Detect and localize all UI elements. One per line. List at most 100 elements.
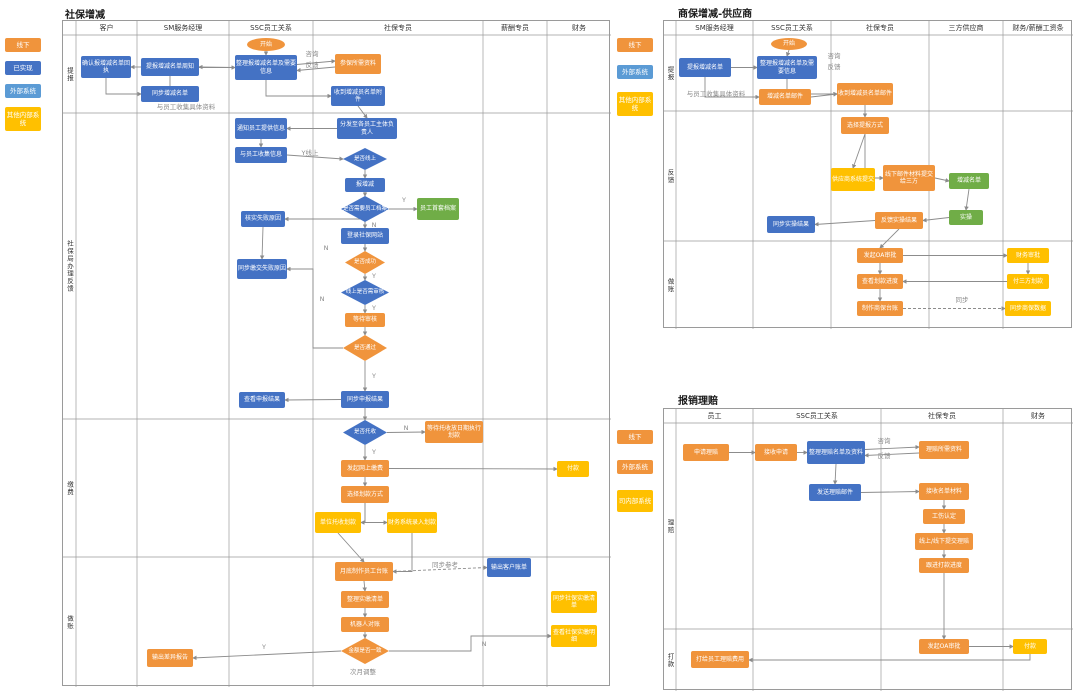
sync-paid: 同步社保实缴清单 [551,591,597,613]
v-report: 提报增减名单 [679,58,731,77]
phase-label: 提报 [666,65,674,81]
start: 开始 [247,38,285,51]
view-result: 查看申报结果 [239,392,285,408]
note-y5: Y [372,448,376,457]
note-y-online: Y线上 [301,149,319,158]
c-receive: 接收申请 [755,444,797,461]
lane-header: SSC员工关系 [771,24,813,32]
robot-check: 机器人对账 [341,617,389,632]
note-n5: N [481,640,487,649]
legend-social-insurance: 线下已实现外部系统其他内部系统 [5,38,41,140]
legend-claims: 线下外部系统司内部系统 [617,430,653,528]
wait-entrust: 等待托收放日期执行划款 [425,421,483,443]
note-n2: N [323,244,329,253]
d-success1: 是否成功 [345,251,385,274]
add-remove: 报增减 [345,178,385,192]
c-arrange: 整理理赔名单及资料 [807,441,865,464]
v-sync-data: 同步商保数据 [1005,301,1051,316]
v-progress: 查看划款进度 [857,274,903,289]
lane-header: SM服务经理 [695,24,734,32]
d-amount: 金额是否一致 [341,638,389,664]
sync-list: 同步增减名单 [141,86,199,102]
note-sync-ref: 同步参考 [432,561,458,570]
c-note-feedback: 反馈 [877,452,891,461]
entrust-pay: 单位托收划款 [315,512,361,533]
payment: 付款 [557,461,589,477]
login-site: 登录社保网站 [341,228,389,244]
phase-label: 做账 [65,614,74,630]
notify-emp: 通知员工提供信息 [235,118,287,139]
view-paid: 查看社保实缴明细 [551,625,597,647]
need-material: 参保所需资料 [335,54,381,74]
diagram-title-claims: 报销理赔 [678,396,718,407]
note-n4: N [403,424,409,433]
v-sync-op: 同步实操结果 [767,216,815,233]
choose-pay: 选择划款方式 [341,486,389,503]
arrange-list: 整理报增减名单及需要信息 [235,55,297,80]
v-note-collect: 与员工收集具体资料 [686,89,746,98]
d-archive: 是否需要员工档案 [341,196,389,222]
c-note-consult: 咨询 [877,437,891,446]
legend-item: 其他内部系统 [617,92,653,116]
c-submit: 线上/线下提交理赔 [915,533,973,550]
legend-commercial-vendor: 线下外部系统其他内部系统 [617,38,653,129]
v-note-sync: 同步 [955,296,969,305]
note-next-month: 次月调整 [350,668,376,677]
c-follow: 跟进打款进度 [919,558,969,573]
v-pay-vendor: 付三方划款 [1007,274,1049,289]
legend-item: 外部系统 [5,84,41,98]
d-entrust: 是否托收 [343,420,387,445]
v-operate: 实操 [949,210,983,225]
legend-item: 已实现 [5,61,41,75]
v-recv: 收到增减员名单邮件 [837,83,893,105]
fin-input-pay: 财务系统录入划款 [387,512,437,533]
recv-attach: 收到增减员名单附件 [331,86,385,106]
c-send-mail: 发送理赔邮件 [809,484,861,501]
lane-header: SM服务经理 [163,24,203,32]
note-y3: Y [372,304,376,313]
note-n3: N [319,295,325,304]
diagram-title-commercial-vendor: 商保增减-供应商 [678,9,753,20]
note-collect: 与员工收集具体资料 [156,102,216,111]
paid-list: 整理实缴清单 [341,591,389,608]
v-note-consult: 咨询 [827,52,841,61]
c-recv-material: 接收名单材料 [919,483,969,500]
collect-info: 与员工收集信息 [235,147,287,163]
v-ledger: 制作商保台账 [857,301,903,316]
phase-label: 反馈 [666,168,674,184]
phase-label: 打款 [666,652,674,668]
lane-header: 财务 [572,24,586,32]
v-oa: 发起OA审批 [857,248,903,263]
legend-item: 外部系统 [617,460,653,474]
v-feedback-op: 反馈实操结果 [875,212,923,229]
report-list: 提报增减名单周知 [141,58,199,76]
d-review: 线上是否需审核 [341,280,389,305]
verify-fail: 核实失败原因 [241,211,285,227]
lane-header: SSC员工关系 [250,24,292,32]
lane-header: 财务/薪酬工资条 [1012,24,1064,32]
c-injury: 工伤认定 [923,509,965,524]
c-apply: 申请理赔 [683,444,729,461]
d-online: 是否线上 [343,148,387,170]
lane-header: 客户 [99,24,114,32]
note-y2: Y [372,272,376,281]
first-archive: 员工首套档案 [417,198,459,220]
confirm-list: 确认报增减名单回执 [81,56,131,78]
sync-fail: 同步缴交失败原因 [237,259,287,279]
diagram-title-social-insurance: 社保增减 [65,10,105,21]
phase-label: 提报 [65,66,74,82]
legend-item: 线下 [5,38,41,52]
lane-header: 员工 [707,412,722,420]
v-offline: 线下邮件材料提交给三方 [883,165,935,191]
v-mail: 增减名单邮件 [759,89,811,105]
v-vendor-sys: 供应商系统提交 [831,168,875,191]
client-bill: 输出客户账单 [487,558,531,577]
note-consult: 咨询 [305,50,319,59]
phase-label: 社保局办理反馈 [65,239,74,293]
pay-online: 发起网上缴费 [341,460,389,477]
note-y6: Y [262,643,266,652]
legend-item: 司内部系统 [617,490,653,512]
month-ledger: 月底制作员工台账 [335,562,393,581]
